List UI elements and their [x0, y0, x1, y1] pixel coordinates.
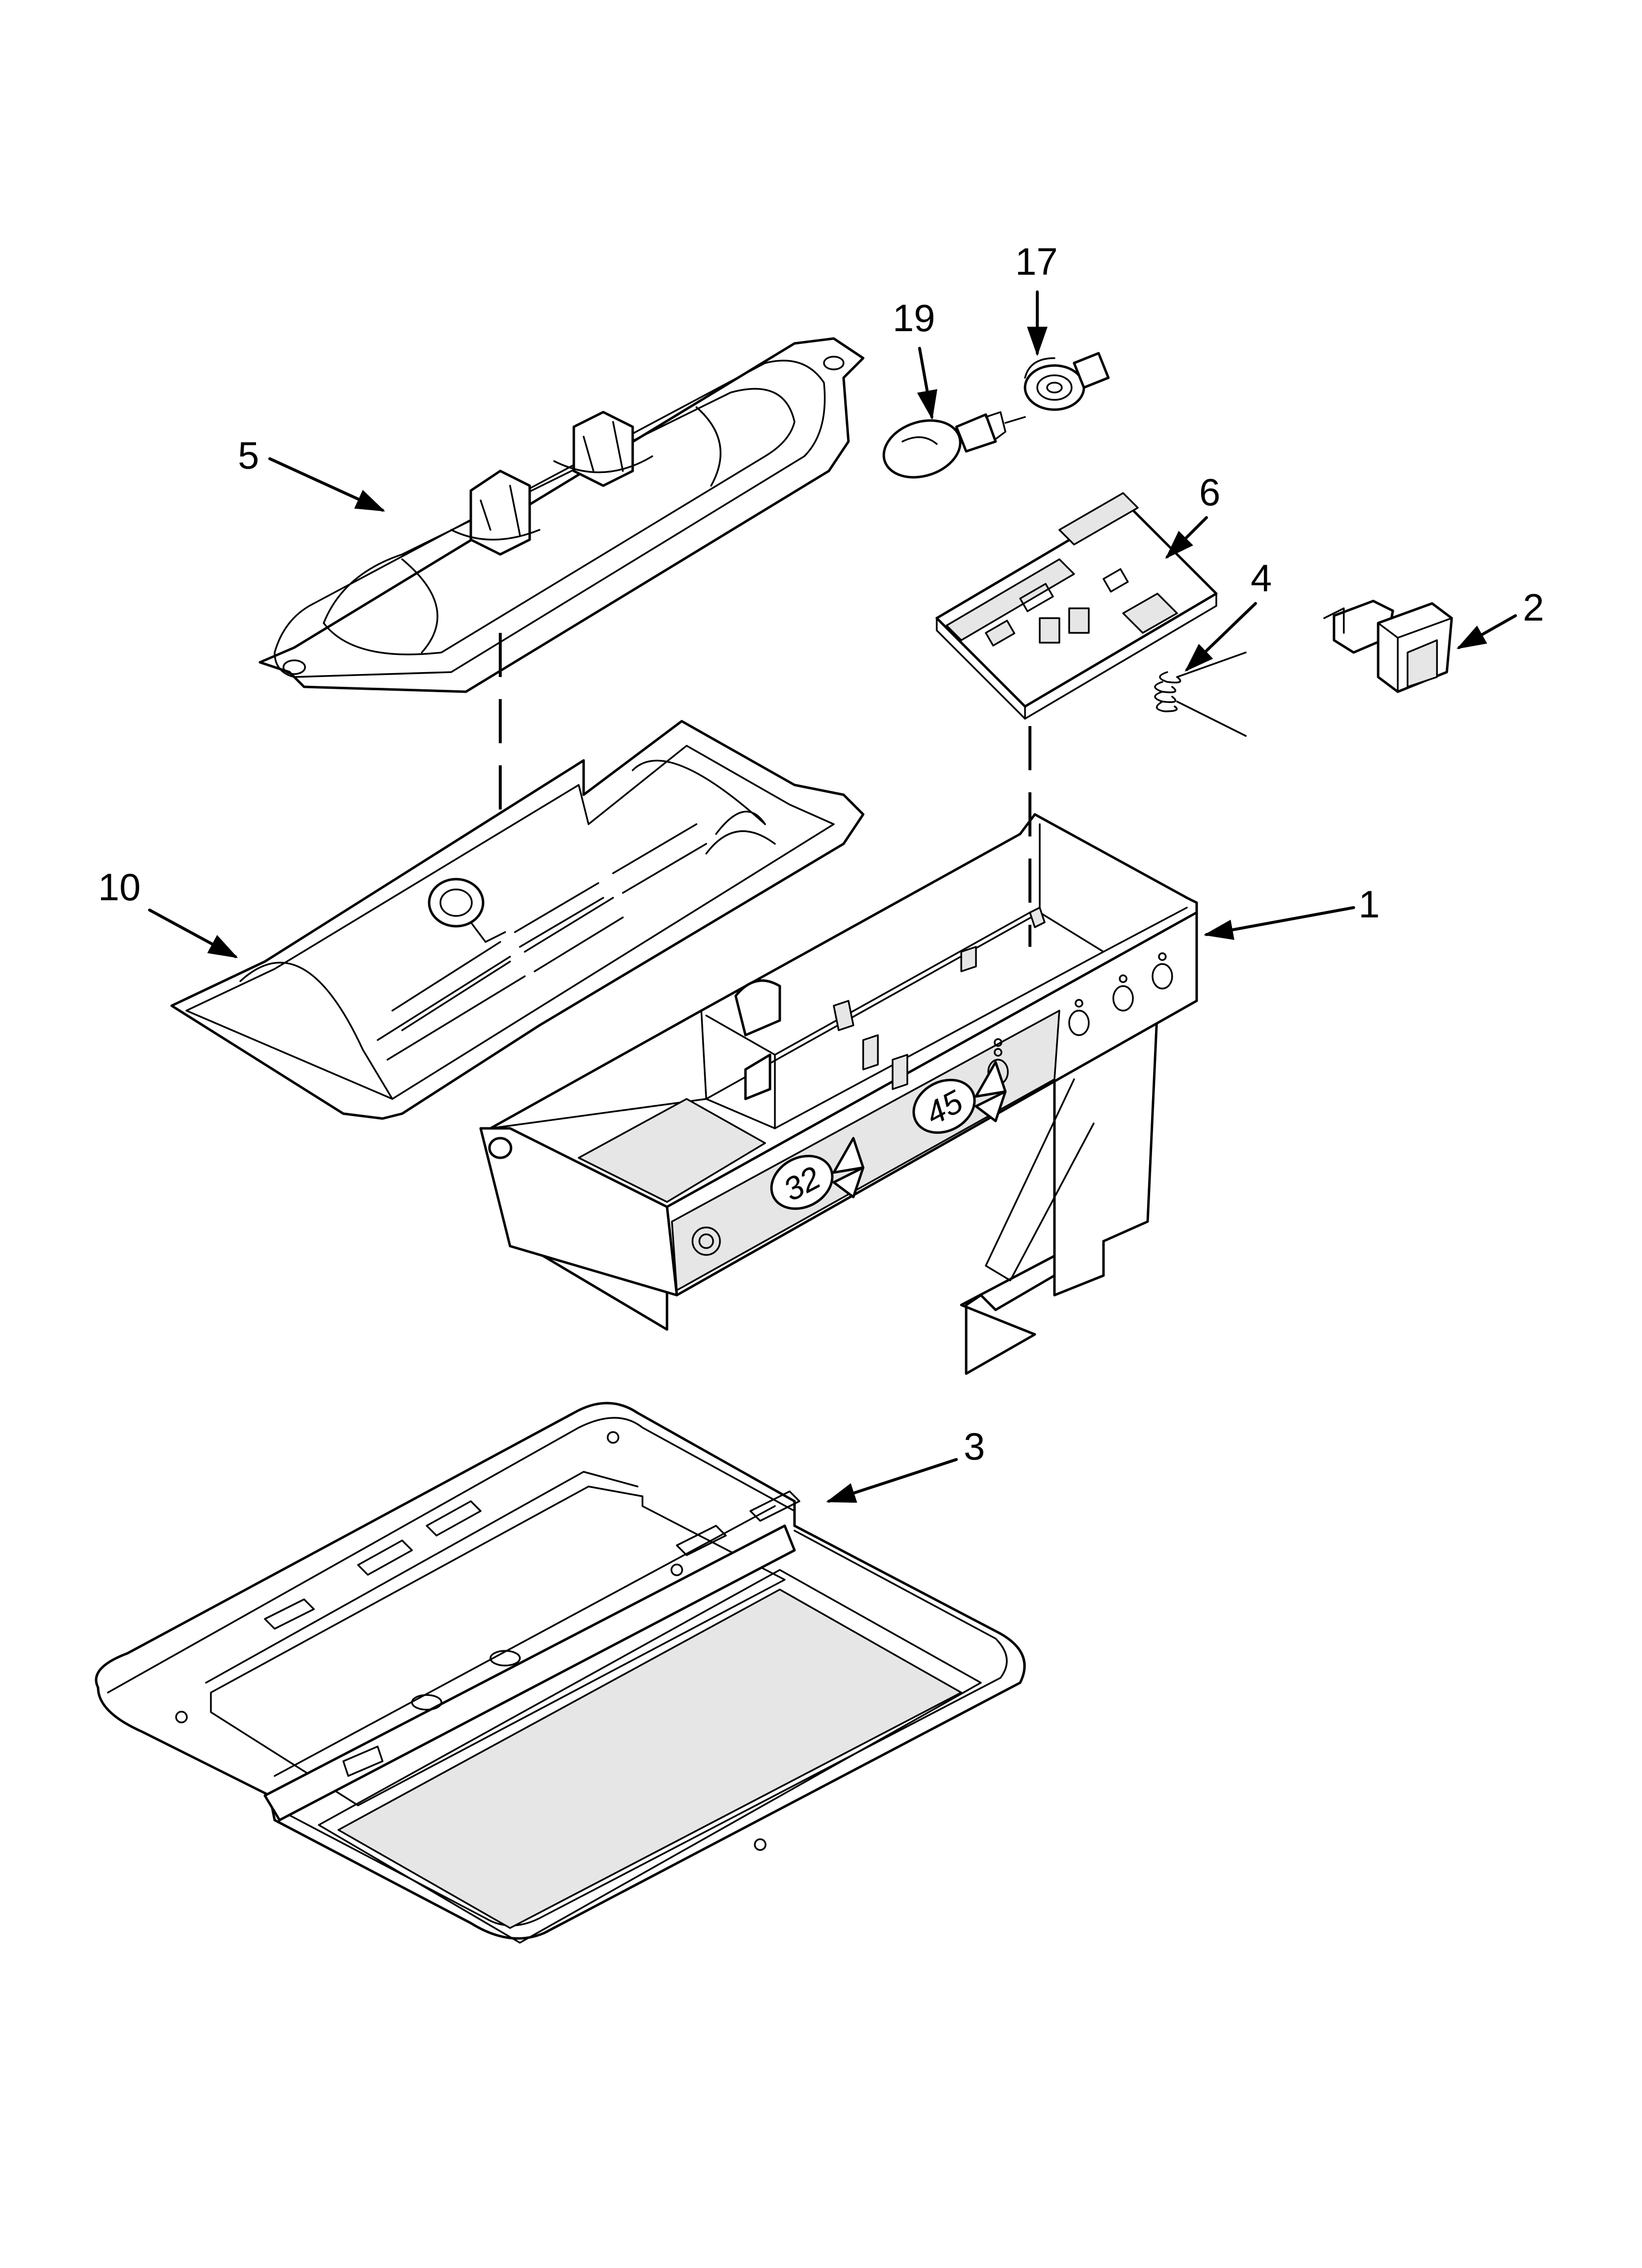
part-17-lamp-socket	[1024, 352, 1110, 411]
callout-10: 10	[98, 865, 141, 909]
callout-3: 3	[964, 1425, 985, 1468]
part-2-door-switch	[1323, 600, 1453, 693]
part-5-light-housing	[258, 337, 865, 693]
part-4-spring	[1154, 652, 1247, 737]
part-1-control-housing: 32 45	[479, 813, 1198, 1375]
callout-5: 5	[238, 434, 259, 477]
leader-1	[1204, 906, 1355, 940]
leader-6	[1165, 516, 1208, 559]
callout-2: 2	[1523, 586, 1544, 629]
leader-4	[1184, 602, 1257, 672]
callout-19: 19	[893, 296, 935, 339]
leader-3	[826, 1458, 958, 1503]
part-10-light-shield	[170, 720, 865, 1120]
part-6-control-board	[935, 492, 1218, 720]
callout-6: 6	[1199, 470, 1220, 514]
part-19-light-bulb	[882, 411, 1026, 479]
leader-2	[1456, 614, 1517, 649]
right-temp-display: 45	[912, 1061, 1007, 1134]
leader-5	[268, 457, 385, 512]
callout-1: 1	[1359, 883, 1380, 926]
power-button	[692, 1226, 721, 1256]
callout-4: 4	[1251, 556, 1272, 600]
callout-17: 17	[1015, 240, 1058, 283]
leader-19	[917, 347, 938, 420]
left-temp-display: 32	[770, 1137, 865, 1210]
right-end-indicators	[987, 952, 1173, 1085]
part-3-cover-tray	[95, 1402, 1026, 1944]
bulb-socket-clips	[450, 411, 653, 556]
shield-vent-slots	[377, 810, 776, 1061]
leader-10	[148, 909, 238, 958]
